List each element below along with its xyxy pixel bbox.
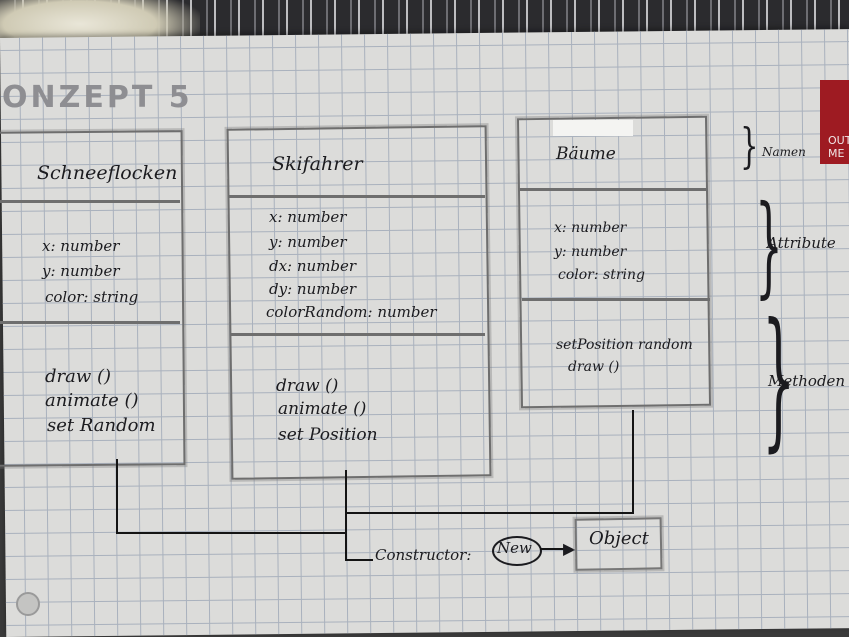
attribute-line: x: number (42, 237, 120, 255)
attribute-line: y: number (269, 233, 347, 251)
method-line: draw () (276, 376, 339, 396)
class-name: Schneeflocken (37, 162, 178, 184)
new-keyword: New (497, 539, 532, 557)
method-line: draw () (568, 359, 620, 375)
new-keyword-circle (492, 536, 542, 566)
section-label-names: Namen (762, 145, 806, 159)
connector-line (345, 512, 633, 514)
method-line: animate () (278, 399, 367, 419)
divider (0, 200, 180, 203)
connector-line (116, 532, 346, 534)
connector-line (632, 410, 634, 514)
method-line: draw () (45, 366, 112, 387)
class-name: Bäume (556, 144, 616, 164)
brace-attributes: } (755, 181, 783, 309)
divider (522, 298, 710, 301)
book-spine-text: OUT ME (828, 134, 849, 160)
method-line: set Position (278, 425, 378, 445)
divider (229, 195, 485, 198)
attribute-line: x: number (269, 208, 347, 226)
divider (0, 321, 180, 324)
correction-tape (553, 120, 633, 136)
book-spine (820, 80, 849, 164)
connector-line (116, 459, 118, 534)
section-label-attributes: Attribute (767, 234, 836, 252)
attribute-line: y: number (554, 244, 627, 260)
connector-line (345, 533, 347, 561)
method-line: setPosition random (556, 337, 693, 353)
method-line: animate () (45, 390, 139, 411)
attribute-line: color: string (558, 267, 645, 283)
class-name: Skifahrer (272, 153, 363, 175)
arrow-head: ▶ (563, 539, 576, 558)
brace-names: } (740, 118, 759, 174)
binder-hole (16, 592, 40, 616)
object-label: Object (589, 528, 649, 549)
attribute-line: color: string (45, 288, 139, 306)
section-label-methods: Methoden (768, 372, 846, 390)
attribute-line: y: number (42, 262, 120, 280)
page-heading: ONZEPT 5 (2, 80, 193, 115)
method-line: set Random (47, 415, 156, 436)
connector-line (345, 559, 373, 561)
brace-methods: } (762, 292, 796, 466)
attribute-line: colorRandom: number (266, 303, 437, 321)
attribute-line: dx: number (269, 257, 357, 275)
attribute-line: x: number (554, 220, 627, 236)
divider (231, 333, 485, 336)
arrow-line (540, 548, 568, 550)
attribute-line: dy: number (269, 280, 357, 298)
constructor-label: Constructor: (375, 546, 472, 564)
connector-line (345, 470, 347, 533)
divider (519, 188, 707, 191)
